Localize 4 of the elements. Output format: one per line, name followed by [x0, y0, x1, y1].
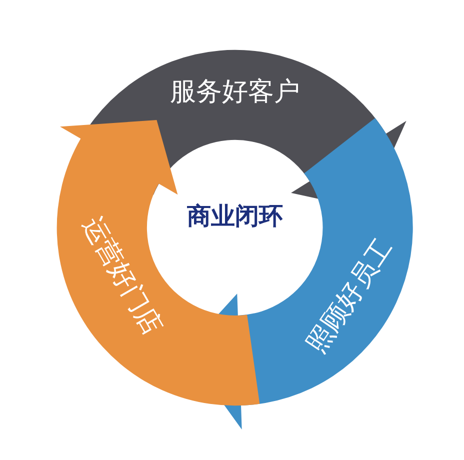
segment-label: 照顾好员工 — [302, 234, 398, 358]
center-title: 商业闭环 — [187, 204, 283, 228]
segment-label: 运营好门店 — [78, 213, 166, 339]
segment-label: 服务好客户 — [170, 78, 300, 105]
